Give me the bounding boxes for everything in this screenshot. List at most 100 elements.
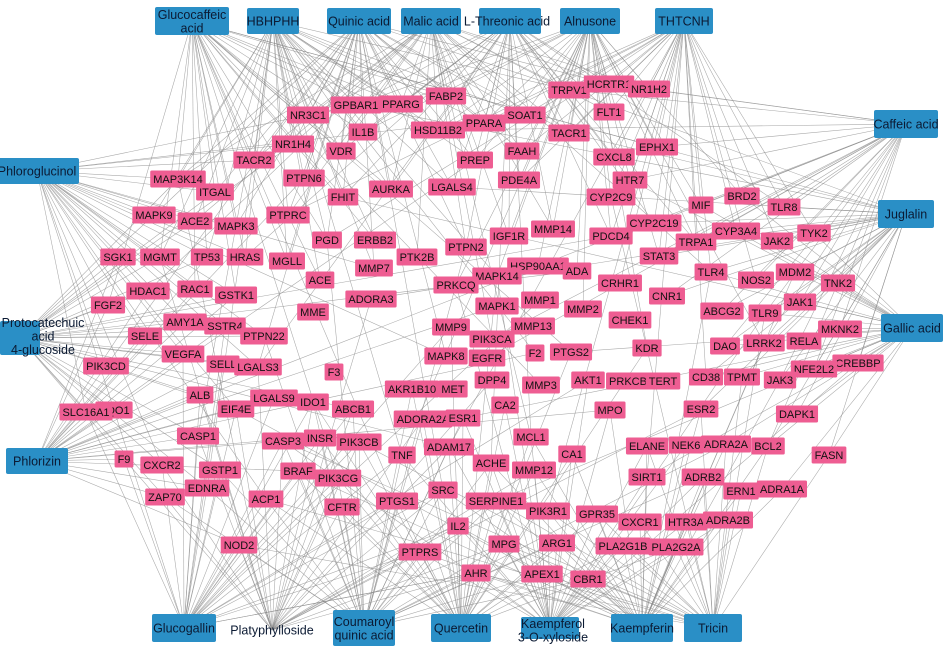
target-node-akt1[interactable]: AKT1 [571,371,605,389]
target-node-mme[interactable]: MME [297,303,329,321]
compound-node-thtcnh[interactable]: THTCNH [655,8,713,34]
target-node-nos2[interactable]: NOS2 [738,271,774,289]
target-node-itgal[interactable]: ITGAL [196,183,234,201]
target-node-tlr8[interactable]: TLR8 [767,198,801,216]
target-node-tacr2[interactable]: TACR2 [233,151,275,169]
target-node-fgf2[interactable]: FGF2 [90,296,126,314]
target-node-adrb2[interactable]: ADRB2 [681,468,725,486]
target-node-tlr4[interactable]: TLR4 [694,263,728,281]
target-node-aurka[interactable]: AURKA [369,180,413,198]
target-node-abcb1[interactable]: ABCB1 [331,400,375,418]
target-node-stat3[interactable]: STAT3 [639,247,679,265]
target-node-esr2[interactable]: ESR2 [683,400,719,418]
target-node-ptpn22[interactable]: PTPN22 [240,327,288,345]
target-node-mapk1[interactable]: MAPK1 [475,297,519,315]
compound-node-gallic[interactable]: Gallic acid [881,314,943,342]
target-node-tlr9[interactable]: TLR9 [748,304,782,322]
target-node-hcrtr1[interactable]: HCRTR1 [583,75,635,93]
target-node-elane[interactable]: ELANE [625,437,669,455]
compound-node-threonic[interactable]: L-Threonic acid [464,8,550,34]
compound-node-juglalin[interactable]: Juglalin [878,200,934,228]
target-node-faah[interactable]: FAAH [504,142,540,160]
target-node-nr3c1[interactable]: NR3C1 [286,106,330,124]
target-node-mapk9[interactable]: MAPK9 [132,206,176,224]
target-node-dao[interactable]: DAO [710,337,740,355]
target-node-sstr4[interactable]: SSTR4 [204,317,246,335]
target-node-hras[interactable]: HRAS [226,248,264,266]
target-node-pik3ca[interactable]: PIK3CA [469,330,515,348]
target-node-slc16a1[interactable]: SLC16A1 [59,403,113,421]
target-node-gstk1[interactable]: GSTK1 [214,286,258,304]
target-node-f9[interactable]: F9 [114,450,134,468]
target-node-fasn[interactable]: FASN [811,446,847,464]
target-node-trpv1[interactable]: TRPV1 [548,81,590,99]
target-node-sgk1[interactable]: SGK1 [100,248,136,266]
target-node-mmp9[interactable]: MMP9 [432,318,470,336]
target-node-cd38[interactable]: CD38 [688,368,724,386]
target-node-pla2g2a[interactable]: PLA2G2A [648,538,704,556]
target-node-nr1h2[interactable]: NR1H2 [627,80,671,98]
target-node-rela[interactable]: RELA [786,332,822,350]
target-node-ptgs1[interactable]: PTGS1 [375,492,419,510]
target-node-mmp3[interactable]: MMP3 [522,376,560,394]
target-node-vdr[interactable]: VDR [326,142,356,160]
target-node-ace[interactable]: ACE [305,271,335,289]
target-node-f3[interactable]: F3 [324,363,344,381]
target-node-ca1[interactable]: CA1 [558,445,586,463]
target-node-mmp1[interactable]: MMP1 [521,291,559,309]
target-node-cyp2c9[interactable]: CYP2C9 [586,188,636,206]
target-node-nod2[interactable]: NOD2 [220,536,258,554]
target-node-htr7[interactable]: HTR7 [612,171,648,189]
target-node-cxcr2[interactable]: CXCR2 [140,456,184,474]
target-node-hsd11b2[interactable]: HSD11B2 [410,121,466,139]
target-node-pik3cb[interactable]: PIK3CB [336,433,382,451]
target-node-amy1a[interactable]: AMY1A [163,313,207,331]
target-node-cnr1[interactable]: CNR1 [649,287,685,305]
target-node-lrrk2[interactable]: LRRK2 [743,334,785,352]
target-node-pik3cd[interactable]: PIK3CD [83,357,129,375]
target-node-sirt1[interactable]: SIRT1 [628,468,666,486]
target-node-igf1r[interactable]: IGF1R [489,227,529,245]
target-node-ern1[interactable]: ERN1 [723,482,759,500]
target-node-mapk14[interactable]: MAPK14 [472,267,522,285]
compound-node-quercetin[interactable]: Quercetin [431,614,491,642]
target-node-tyk2[interactable]: TYK2 [797,224,831,242]
target-node-ednra[interactable]: EDNRA [184,479,230,497]
target-node-ptgs2[interactable]: PTGS2 [549,343,593,361]
target-node-ace2[interactable]: ACE2 [177,212,213,230]
target-node-arg1[interactable]: ARG1 [539,534,575,552]
target-node-pde4a[interactable]: PDE4A [497,171,541,189]
target-node-prep[interactable]: PREP [457,151,493,169]
target-node-jak3[interactable]: JAK3 [763,371,797,389]
target-node-src[interactable]: SRC [428,481,458,499]
target-node-cyp3a4[interactable]: CYP3A4 [711,222,761,240]
target-node-lgals4[interactable]: LGALS4 [428,178,476,196]
target-node-pik3cg[interactable]: PIK3CG [314,469,362,487]
target-node-nr1h4[interactable]: NR1H4 [271,135,315,153]
target-node-crebbp[interactable]: CREBBP [832,354,884,372]
target-node-ppara[interactable]: PPARA [462,114,506,132]
compound-node-phlorizin[interactable]: Phlorizin [6,448,68,474]
target-node-lgals9[interactable]: LGALS9 [250,389,298,407]
target-node-rac1[interactable]: RAC1 [177,280,213,298]
target-node-ptpn6[interactable]: PTPN6 [283,169,325,187]
compound-node-glucogallin[interactable]: Glucogallin [152,614,216,642]
target-node-hsp90aa1[interactable]: HSP90AA1 [507,257,569,275]
target-node-zap70[interactable]: ZAP70 [145,488,185,506]
target-node-chek1[interactable]: CHEK1 [608,311,652,329]
target-node-tert[interactable]: TERT [645,372,681,390]
target-node-fabp2[interactable]: FABP2 [425,87,467,105]
compound-node-caffeic[interactable]: Caffeic acid [873,110,939,138]
target-node-ephx1[interactable]: EPHX1 [635,138,679,156]
target-node-adra2a[interactable]: ADRA2A [700,435,752,453]
target-node-cxcr1[interactable]: CXCR1 [618,513,662,531]
target-node-sele[interactable]: SELE [127,327,163,345]
target-node-htr3a[interactable]: HTR3A [664,513,708,531]
target-node-ptk2b[interactable]: PTK2B [396,248,438,266]
target-node-cftr[interactable]: CFTR [324,498,360,516]
target-node-casp1[interactable]: CASP1 [176,427,220,445]
target-node-egfr[interactable]: EGFR [468,349,506,367]
target-node-nfe2l2[interactable]: NFE2L2 [790,360,838,378]
target-node-prkcb[interactable]: PRKCB [606,372,650,390]
